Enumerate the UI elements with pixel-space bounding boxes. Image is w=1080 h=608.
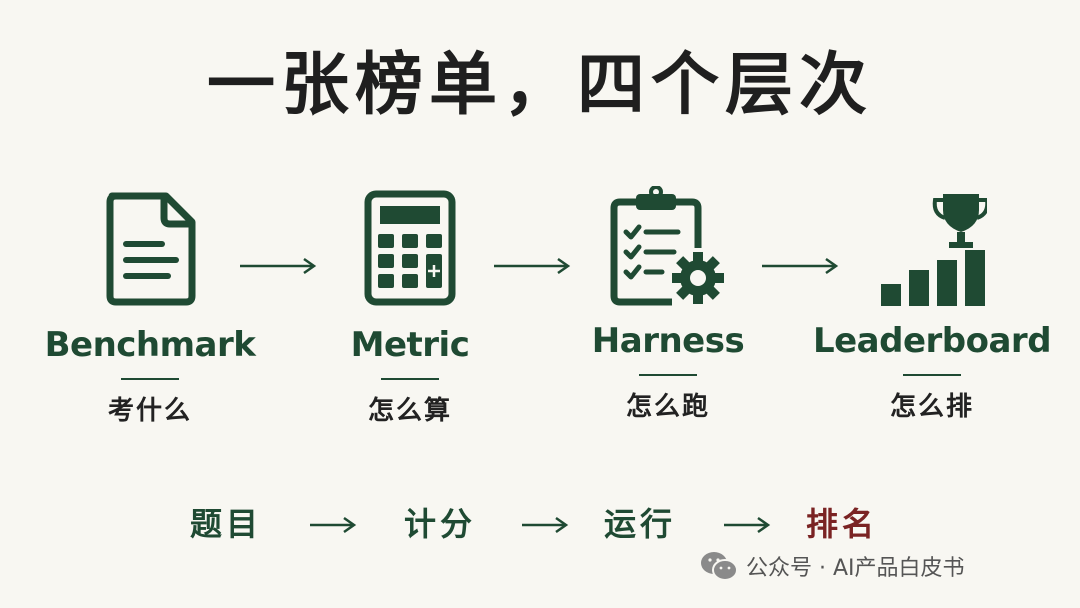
trophy-bars-icon: [881, 194, 987, 306]
divider: [381, 378, 439, 380]
divider: [639, 374, 697, 376]
stage-metric: Metric 怎么算: [280, 190, 540, 424]
wechat-icon: [701, 552, 738, 581]
stage-subtitle: 考什么: [107, 396, 192, 426]
page-title: 一张榜单，四个层次: [206, 46, 873, 125]
stage-harness: Harness 怎么跑: [538, 186, 798, 420]
calculator-icon: [364, 190, 456, 306]
arrow-right-icon: [240, 257, 317, 275]
stage-title: Leaderboard: [812, 321, 1052, 361]
stage-benchmark: Benchmark 考什么: [20, 190, 280, 424]
stage-subtitle: 怎么算: [367, 396, 452, 426]
arrow-right-icon: [522, 516, 569, 534]
stage-title: Harness: [591, 321, 745, 361]
stage-title: Benchmark: [44, 325, 256, 365]
arrow-right-icon: [724, 516, 771, 534]
arrow-right-icon: [494, 257, 571, 275]
arrow-right-icon: [762, 257, 839, 275]
divider: [121, 378, 179, 380]
document-icon: [106, 192, 196, 306]
flow-step: 题目: [190, 505, 263, 543]
divider: [903, 374, 961, 376]
stage-subtitle: 怎么跑: [625, 392, 710, 422]
stage-leaderboard: Leaderboard 怎么排: [802, 186, 1062, 420]
arrow-right-icon: [310, 516, 357, 534]
flow-step: 计分: [404, 505, 477, 543]
flow-step: 运行: [604, 505, 677, 543]
stage-title: Metric: [350, 325, 470, 365]
clipboard-gear-icon: [610, 186, 724, 306]
flow-step-final: 排名: [806, 505, 879, 543]
stage-subtitle: 怎么排: [889, 392, 974, 422]
watermark-text: 公众号 · AI产品白皮书: [746, 556, 965, 581]
watermark: 公众号 · AI产品白皮书: [700, 550, 965, 582]
